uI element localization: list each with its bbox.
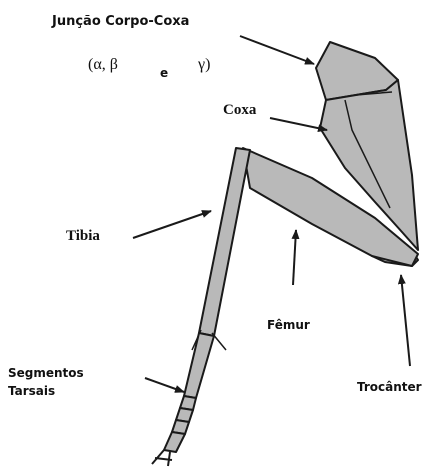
label-juncao-corpo-coxa: Junção Corpo-Coxa [52,14,189,29]
label-angles-gamma: γ) [198,56,210,74]
label-femur: Fêmur [267,318,310,332]
tarsal-claw [152,450,172,466]
label-angles: (α, β [88,56,118,74]
label-trocanter: Trocânter [357,380,422,394]
arrow-segmentos [145,378,184,392]
label-segmentos-line1: Segmentos [8,366,84,380]
label-angles-e: e [160,66,168,80]
label-tibia: Tibia [66,228,100,245]
arrow-femur [293,230,296,285]
arrow-tibia [133,211,211,238]
label-angles-alpha-beta: (α, β [88,56,118,73]
arrow-coxa [270,118,327,130]
label-segmentos-line2: Tarsais [8,384,55,398]
arrow-juncao [240,36,314,64]
tarsus-segment-4 [164,432,185,452]
tibia-shape [199,148,250,336]
label-coxa: Coxa [223,102,256,119]
tarsus-upper [184,333,214,398]
arrow-trocanter [401,275,410,366]
